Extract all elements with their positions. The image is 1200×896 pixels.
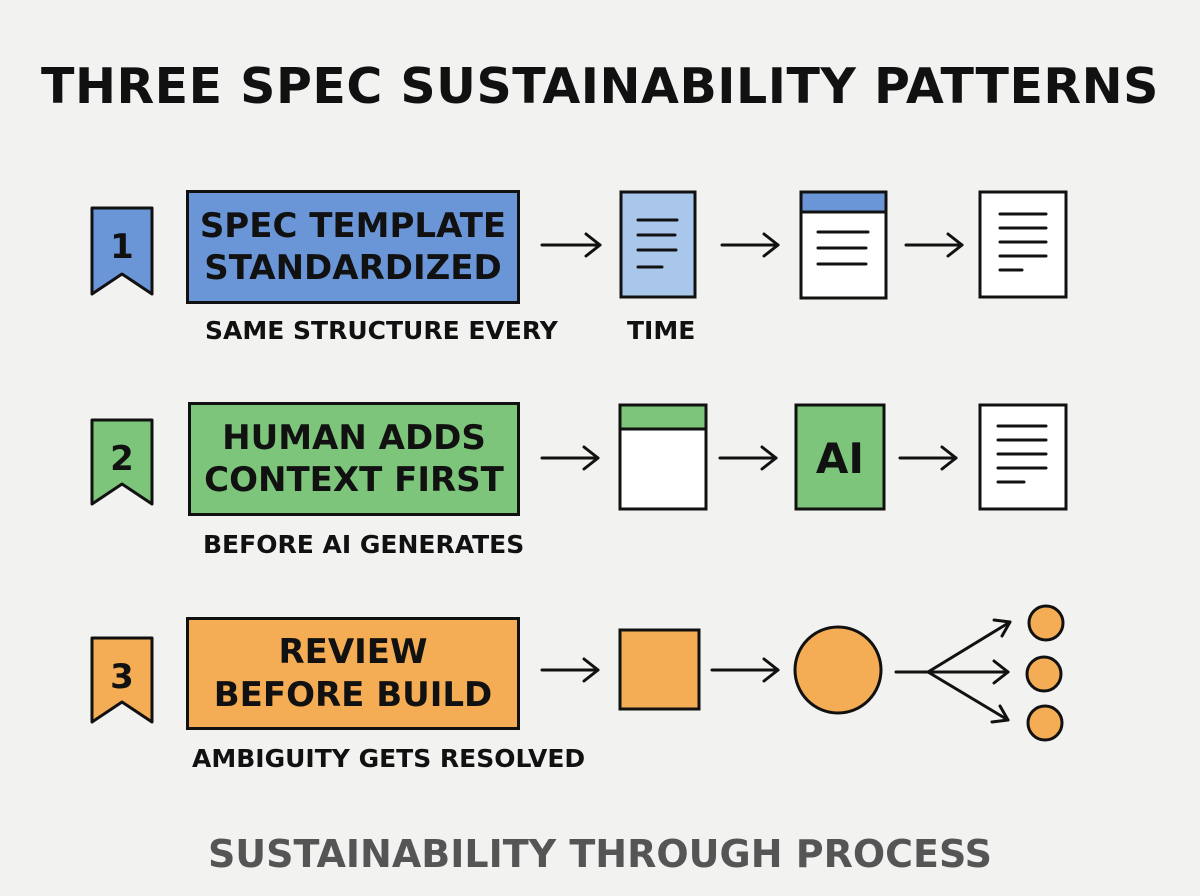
ribbon-2-badge: 2 [90, 418, 154, 506]
square-shape-icon [618, 628, 701, 711]
arrow-2b [718, 445, 778, 471]
footer-caption: SUSTAINABILITY THROUGH PROCESS [207, 832, 993, 876]
ribbon-1-number: 1 [110, 227, 134, 267]
output-circle-top [1027, 604, 1065, 642]
output-circle-middle [1025, 655, 1063, 693]
pattern-1-subtitle: SAME STRUCTURE EVERY [205, 316, 558, 345]
output-circle-bottom [1026, 704, 1064, 742]
ai-box-icon: AI [794, 403, 886, 511]
document-blue-icon [619, 190, 697, 299]
pattern-1-label: SPEC TEMPLATE STANDARDIZED [199, 205, 507, 289]
ribbon-2-number: 2 [110, 439, 134, 479]
arrow-3b [710, 657, 780, 683]
pattern-1-subtitle-end: TIME [627, 316, 696, 345]
template-empty-icon [618, 403, 708, 511]
circle-shape-icon [793, 625, 883, 715]
document-final-icon [978, 190, 1068, 299]
page-title: THREE SPEC SUSTAINABILITY PATTERNS [41, 58, 1159, 115]
arrow-1c [904, 232, 964, 258]
arrow-1a [540, 232, 602, 258]
pattern-2-label: HUMAN ADDS CONTEXT FIRST [204, 417, 504, 501]
arrow-2a [540, 445, 600, 471]
arrow-3a [540, 657, 600, 683]
arrow-2c [898, 445, 958, 471]
arrow-1b [720, 232, 780, 258]
ribbon-3-number: 3 [110, 657, 134, 697]
document-generated-icon [978, 403, 1068, 511]
document-header-icon [799, 190, 888, 300]
ribbon-1-badge: 1 [90, 206, 154, 296]
ribbon-3-badge: 3 [90, 636, 154, 724]
branch-arrows [894, 618, 1012, 724]
ai-label: AI [816, 434, 864, 483]
pattern-2-subtitle: BEFORE AI GENERATES [203, 530, 525, 559]
pattern-3-box: REVIEW BEFORE BUILD [186, 617, 520, 730]
pattern-3-label: REVIEW BEFORE BUILD [213, 632, 493, 715]
pattern-3-subtitle: AMBIGUITY GETS RESOLVED [192, 744, 586, 773]
pattern-1-box: SPEC TEMPLATE STANDARDIZED [186, 190, 520, 304]
pattern-2-box: HUMAN ADDS CONTEXT FIRST [188, 402, 520, 516]
